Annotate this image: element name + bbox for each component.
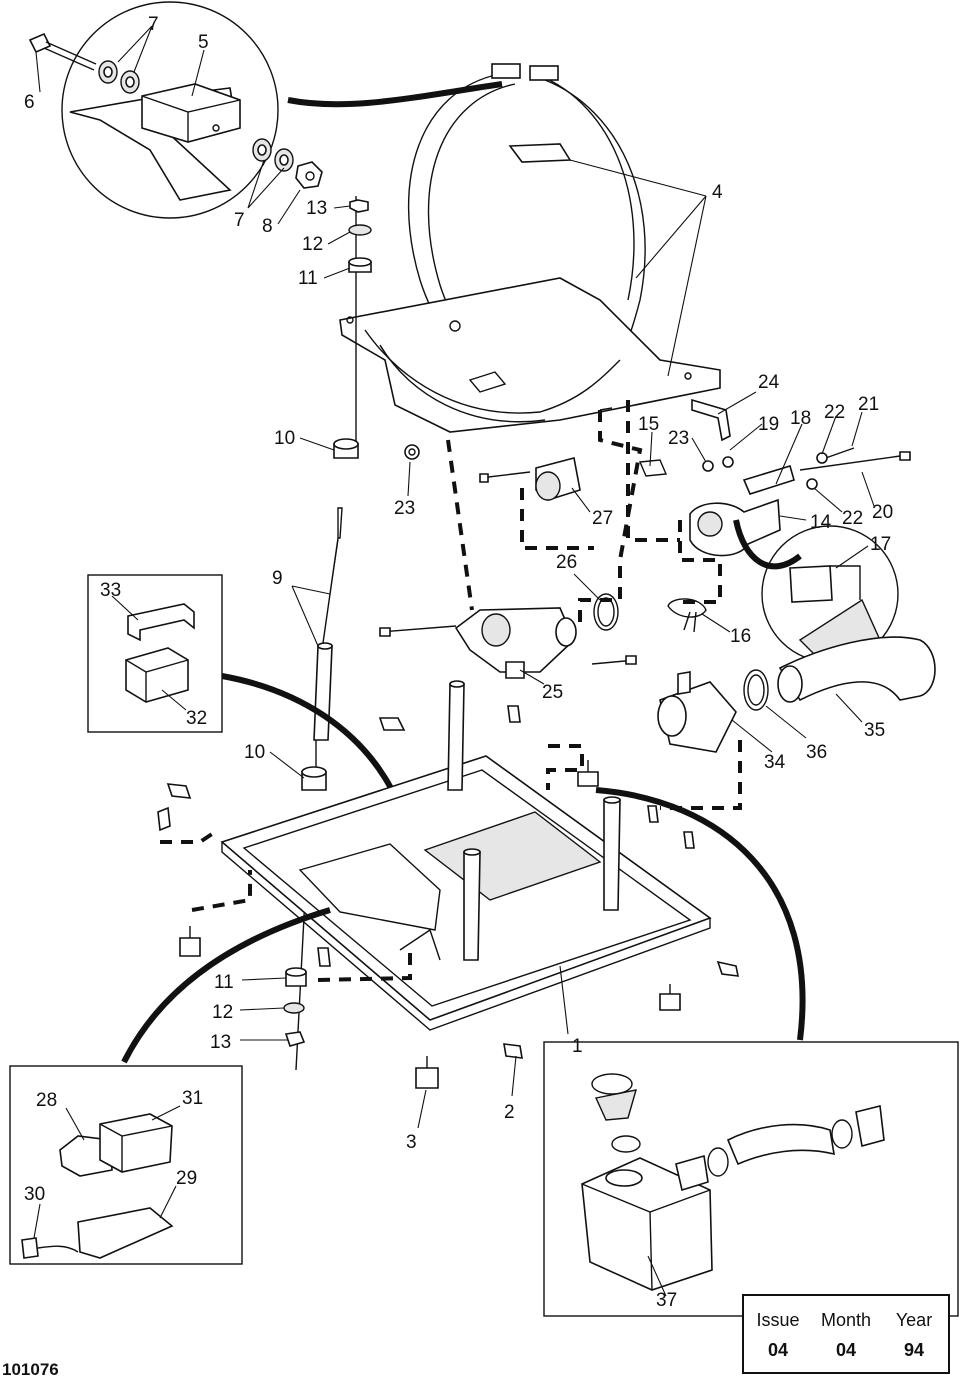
callout-14: 14 xyxy=(810,512,832,533)
callout-19: 19 xyxy=(758,414,779,435)
callout-13-lower: 13 xyxy=(210,1032,231,1053)
callout-17: 17 xyxy=(870,534,891,555)
callout-31: 31 xyxy=(182,1088,203,1109)
support-posts xyxy=(447,680,621,961)
elbow-and-valve-body xyxy=(454,457,619,679)
callout-13-upper: 13 xyxy=(306,198,327,219)
screws xyxy=(379,407,637,665)
callout-18: 18 xyxy=(790,408,811,429)
leader-lines xyxy=(33,25,875,1297)
callout-34: 34 xyxy=(764,752,786,773)
callout-23-right: 23 xyxy=(668,428,689,449)
detail-box-dispenser xyxy=(543,1041,959,1317)
issue-value: 04 xyxy=(767,1340,789,1360)
callout-35: 35 xyxy=(864,720,885,741)
callout-26: 26 xyxy=(556,552,577,573)
callout-7-upper: 7 xyxy=(148,14,159,35)
filter-and-hose xyxy=(657,636,936,753)
mounting-stud-stack xyxy=(283,196,372,1071)
callout-12-upper: 12 xyxy=(302,234,323,255)
callout-23-left: 23 xyxy=(394,498,415,519)
callout-10-upper: 10 xyxy=(274,428,295,449)
callout-6: 6 xyxy=(24,92,35,113)
callout-29: 29 xyxy=(176,1168,197,1189)
callout-21: 21 xyxy=(858,394,879,415)
callout-32: 32 xyxy=(186,708,207,729)
detail-box-switch xyxy=(9,1065,243,1265)
cradle-tray xyxy=(339,277,721,433)
callout-2: 2 xyxy=(504,1102,515,1123)
callout-22-upper: 22 xyxy=(824,402,845,423)
dashed-routing xyxy=(160,400,742,982)
callout-4: 4 xyxy=(712,182,723,203)
year-header: Year xyxy=(895,1310,933,1330)
callout-numbers: 1 2 3 4 5 6 7 7 8 9 10 10 11 11 12 12 13… xyxy=(24,14,893,1311)
callout-10-lower: 10 xyxy=(244,742,265,763)
year-value: 94 xyxy=(903,1340,925,1360)
detail-circle-bracket xyxy=(28,1,323,219)
drawing-number: 101076 xyxy=(2,1360,59,1379)
clamp-ring xyxy=(407,63,646,412)
callout-3: 3 xyxy=(406,1132,417,1153)
callout-7-lower: 7 xyxy=(234,210,245,231)
callout-8: 8 xyxy=(262,216,273,237)
callout-30: 30 xyxy=(24,1184,45,1205)
callout-33: 33 xyxy=(100,580,121,601)
callout-5: 5 xyxy=(198,32,209,53)
callout-22-lower: 22 xyxy=(842,508,863,529)
callout-24: 24 xyxy=(758,372,780,393)
callout-16: 16 xyxy=(730,626,751,647)
callout-25: 25 xyxy=(542,682,563,703)
callout-9: 9 xyxy=(272,568,283,589)
callout-11-upper: 11 xyxy=(298,268,318,289)
callout-15: 15 xyxy=(638,414,659,435)
callout-20: 20 xyxy=(872,502,893,523)
issue-revision-box: Issue Month Year 04 04 94 xyxy=(742,1294,950,1374)
adjustable-feet xyxy=(179,760,681,1089)
detail-box-controller xyxy=(87,574,223,733)
month-header: Month xyxy=(820,1310,872,1330)
callout-12-lower: 12 xyxy=(212,1002,233,1023)
callout-11-lower: 11 xyxy=(214,972,234,993)
callout-36: 36 xyxy=(806,742,827,763)
issue-header: Issue xyxy=(756,1310,800,1330)
callout-1: 1 xyxy=(572,1036,583,1057)
spring-clips xyxy=(157,705,740,1059)
month-value: 04 xyxy=(835,1340,857,1360)
callout-27: 27 xyxy=(592,508,613,529)
callout-28: 28 xyxy=(36,1090,57,1111)
callout-37: 37 xyxy=(656,1290,677,1311)
